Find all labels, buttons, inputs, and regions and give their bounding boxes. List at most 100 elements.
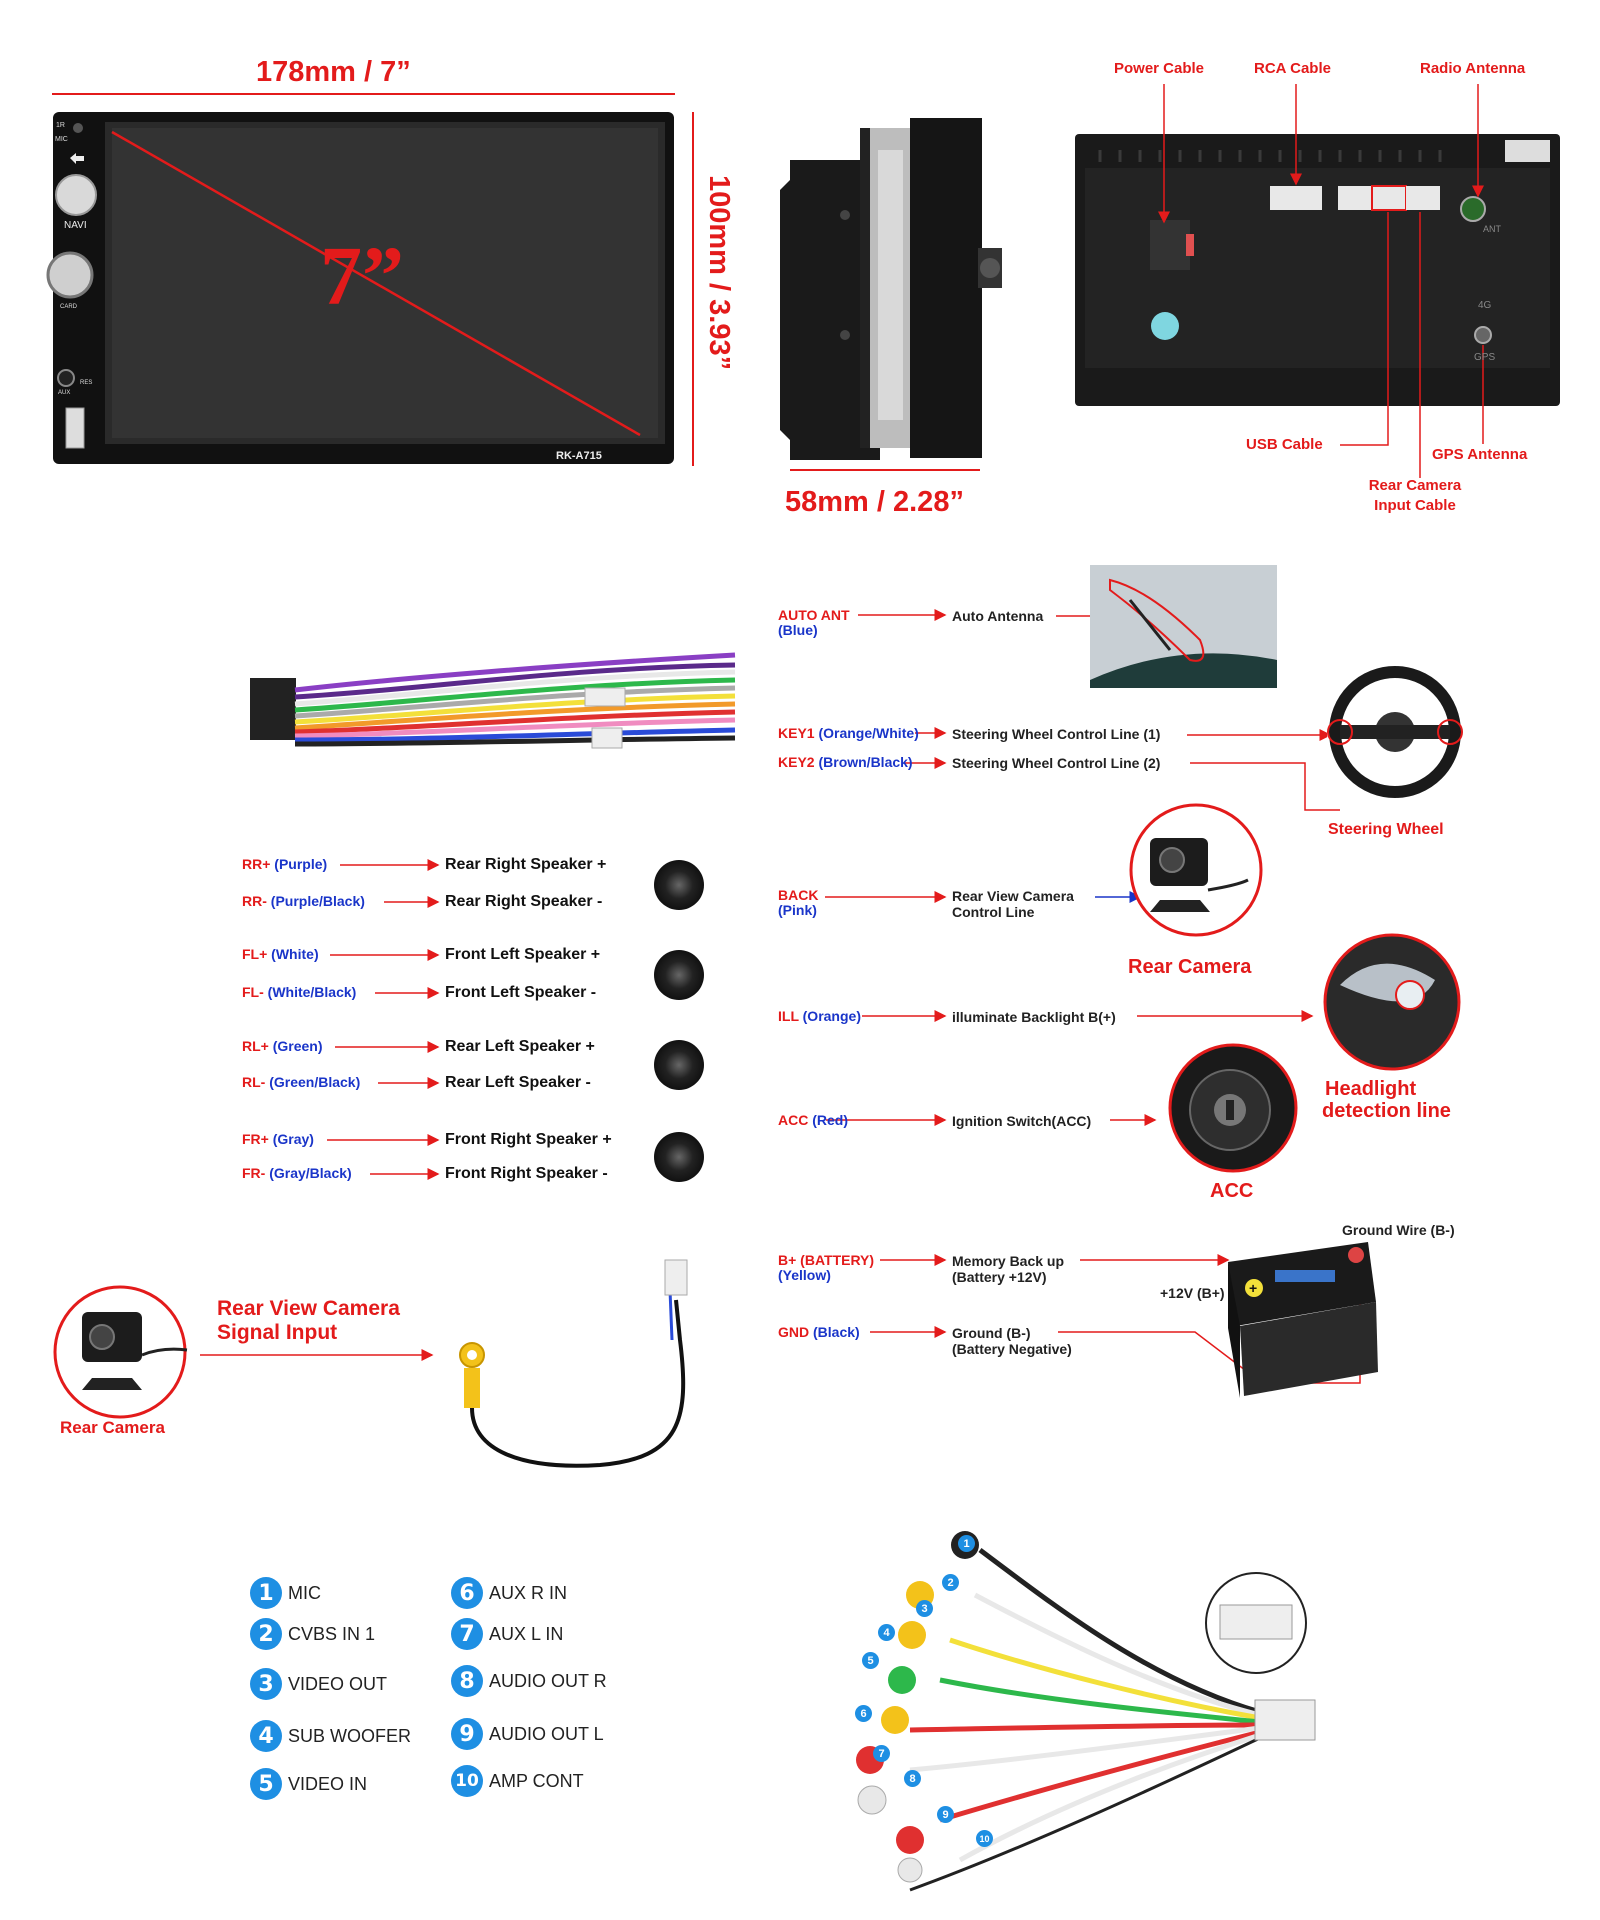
usb-cable-label: USB Cable — [1246, 436, 1323, 453]
wire-back: BACK(Pink) — [778, 887, 819, 918]
wire-acc: ACC (Red) — [778, 1112, 849, 1128]
wire-key2: KEY2 (Brown/Black) — [778, 754, 913, 770]
legend-badge: 3 — [250, 1668, 282, 1700]
speaker-icon — [654, 1040, 704, 1090]
legend-badge: 5 — [250, 1768, 282, 1800]
speaker-dest-rr-plus: Rear Right Speaker + — [445, 856, 607, 873]
ir-label: 1R — [56, 122, 65, 129]
bundle-badge: 4 — [878, 1624, 895, 1641]
speaker-icons — [654, 860, 704, 1182]
card-label: CARD — [60, 304, 78, 310]
home-button — [55, 174, 97, 216]
back-unit-callouts — [1158, 84, 1484, 478]
rear-camera-left-label: Rear Camera — [60, 1418, 165, 1437]
dest-ill: illuminate Backlight B(+) — [952, 1009, 1116, 1025]
auto-antenna-image — [1090, 565, 1277, 688]
gps-antenna-label: GPS Antenna — [1432, 446, 1528, 463]
diagonal-line — [111, 130, 641, 437]
wire-auto-ant: AUTO ANT(Blue) — [778, 607, 850, 638]
dest-gnd: Ground (B-)(Battery Negative) — [952, 1325, 1072, 1357]
rear-camera-input-label: Rear Camera Input Cable — [1368, 477, 1462, 514]
aux-label: AUX — [58, 390, 71, 396]
bundle-badge: 8 — [904, 1770, 921, 1787]
usb-port — [65, 407, 85, 449]
bundle-badge: 2 — [942, 1574, 959, 1591]
wire-key1: KEY1 (Orange/White) — [778, 725, 919, 741]
speaker-dest-rr-minus: Rear Right Speaker - — [445, 893, 603, 910]
screen-size-label: 7” — [320, 230, 404, 323]
rca-bundle-image — [856, 1531, 1316, 1892]
rear-camera-left-image — [53, 1285, 434, 1419]
ground-wire-label: Ground Wire (B-) — [1342, 1222, 1455, 1238]
wire-fl-plus: FL+ (White) — [242, 946, 319, 962]
4g-label: 4G — [1478, 300, 1492, 311]
dest-key2: Steering Wheel Control Line (2) — [952, 755, 1161, 771]
legend-badge: 1 — [250, 1577, 282, 1609]
wire-fl-minus: FL- (White/Black) — [242, 984, 357, 1000]
bundle-badge: 5 — [862, 1652, 879, 1669]
back-unit-image — [1075, 134, 1560, 406]
bundle-badge: 9 — [937, 1806, 954, 1823]
legend-badge: 4 — [250, 1720, 282, 1752]
dest-acc: Ignition Switch(ACC) — [952, 1113, 1092, 1129]
camera-signal-cable-image — [459, 1259, 688, 1468]
camera-signal-title-2: Signal Input — [217, 1321, 338, 1344]
wire-rl-minus: RL- (Green/Black) — [242, 1074, 361, 1090]
svg-text:+: + — [1249, 1280, 1257, 1296]
speaker-arrows — [327, 859, 440, 1180]
speaker-dest-fr-plus: Front Right Speaker + — [445, 1131, 612, 1148]
wire-fr-minus: FR- (Gray/Black) — [242, 1165, 352, 1181]
legend-badge: 8 — [451, 1665, 483, 1697]
wire-rl-plus: RL+ (Green) — [242, 1038, 323, 1054]
radio-antenna-label: Radio Antenna — [1420, 60, 1526, 77]
rear-camera-label: Rear Camera — [1128, 956, 1252, 978]
model-label: RK-A715 — [556, 450, 602, 462]
camera-signal-title-1: Rear View Camera — [217, 1297, 400, 1320]
bundle-badge: 10 — [976, 1830, 993, 1847]
height-dimension: 100mm / 3.93” — [703, 175, 735, 371]
acc-label: ACC — [1210, 1180, 1254, 1202]
rear-camera-image — [1129, 803, 1263, 937]
width-dimension: 178mm / 7” — [256, 56, 411, 88]
speaker-icon — [654, 1132, 704, 1182]
volume-knob — [46, 251, 94, 299]
bundle-badge: 1 — [958, 1535, 975, 1552]
res-label: RES — [80, 380, 93, 386]
depth-dimension: 58mm / 2.28” — [785, 486, 964, 518]
legend-badge: 7 — [451, 1618, 483, 1650]
side-unit-image — [780, 118, 1002, 471]
power-cable-label: Power Cable — [1114, 60, 1205, 77]
wire-harness-image — [250, 652, 736, 749]
speaker-dest-rl-minus: Rear Left Speaker - — [445, 1074, 591, 1091]
legend-badge: 6 — [451, 1577, 483, 1609]
speaker-dest-fr-minus: Front Right Speaker - — [445, 1165, 608, 1182]
plus12v-label: +12V (B+) — [1160, 1285, 1225, 1301]
headlight-label-2: detection line — [1322, 1100, 1451, 1122]
wire-ill: ILL (Orange) — [778, 1008, 861, 1024]
headlight-label-1: Headlight — [1325, 1078, 1417, 1100]
legend-badge: 10 — [451, 1765, 483, 1797]
bundle-badge: 6 — [855, 1705, 872, 1722]
headlight-image — [1323, 933, 1461, 1071]
dest-auto-antenna: Auto Antenna — [952, 608, 1044, 624]
ant-label: ANT — [1483, 224, 1501, 234]
bundle-badge: 3 — [916, 1600, 933, 1617]
aux-jack — [57, 369, 75, 387]
wire-gnd: GND (Black) — [778, 1324, 860, 1340]
battery-image: + — [1228, 1242, 1378, 1398]
wire-rr-plus: RR+ (Purple) — [242, 856, 328, 872]
rca-cable-label: RCA Cable — [1254, 60, 1331, 77]
bundle-badge: 7 — [873, 1745, 890, 1762]
wire-bplus: B+ (BATTERY)(Yellow) — [778, 1252, 875, 1283]
gps-port-label: GPS — [1474, 352, 1496, 363]
dest-key1: Steering Wheel Control Line (1) — [952, 726, 1161, 742]
